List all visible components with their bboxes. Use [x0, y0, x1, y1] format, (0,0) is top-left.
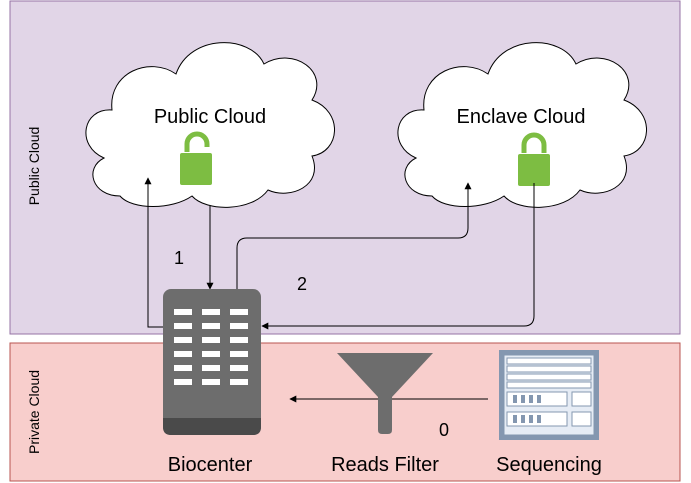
enclave-cloud-label: Enclave Cloud: [457, 106, 586, 128]
sequencing-node: Sequencing: [496, 350, 602, 476]
funnel-icon: [337, 353, 433, 434]
enclave-cloud-node: Enclave Cloud: [397, 42, 647, 208]
private-cloud-zone-label: Private Cloud: [26, 370, 42, 454]
public-cloud-zone-label: Public Cloud: [26, 127, 42, 206]
sequencer-rack-icon: [499, 350, 599, 440]
enclave-cloud-shape: [397, 42, 647, 208]
public-cloud-label: Public Cloud: [154, 106, 266, 128]
public-cloud-shape: [85, 42, 335, 208]
server-building-icon: [163, 289, 261, 435]
lock-icon: [180, 131, 212, 185]
edge-label-step-0: 0: [439, 420, 449, 440]
edge-enclave-cloud-to-biocenter: [261, 183, 535, 330]
edge-biocenter-to-public-cloud: [144, 177, 163, 328]
biocenter-node: Biocenter: [163, 289, 261, 476]
sequencing-label: Sequencing: [496, 454, 602, 476]
edge-label-step-2: 2: [297, 274, 307, 294]
lock-icon: [518, 132, 550, 186]
reads-filter-node: Reads Filter: [331, 353, 439, 476]
biocenter-label: Biocenter: [168, 454, 253, 476]
public-cloud-node: Public Cloud: [85, 42, 335, 208]
reads-filter-label: Reads Filter: [331, 454, 439, 476]
edge-label-step-1: 1: [174, 248, 184, 268]
edge-biocenter-to-enclave-cloud: [236, 182, 472, 291]
